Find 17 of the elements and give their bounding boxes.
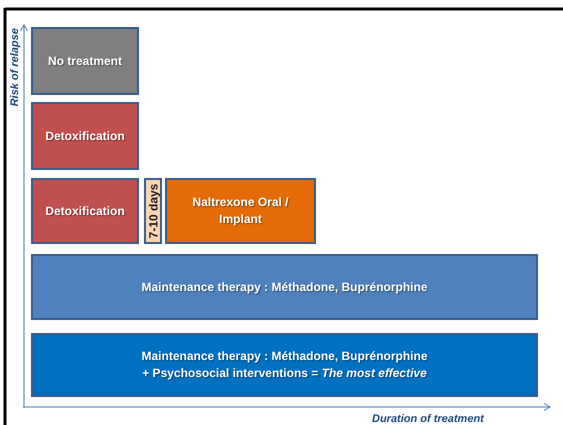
box-text: Maintenance therapy : Méthadone, Buprénorphine: [141, 278, 428, 296]
box-text: Detoxification: [45, 128, 125, 144]
box-text: No treatment: [48, 52, 122, 70]
treatment-box: [31, 27, 139, 95]
box-text: Detoxification: [45, 202, 125, 220]
box-text: Naltrexone Oral / Implant: [191, 194, 290, 228]
box-text: 7-10 days: [145, 184, 161, 238]
box-text: + Psychosocial interventions = The most effective: [142, 365, 427, 382]
axis-label: Risk of relapse: [8, 28, 22, 106]
box-text: Maintenance therapy : Méthadone, Buprénorphine: [141, 348, 428, 365]
duration-box: [144, 178, 162, 244]
axis-label: Duration of treatment: [372, 412, 484, 425]
treatment-box: [31, 102, 139, 170]
treatment-box: [165, 178, 316, 244]
treatment-box: [31, 254, 538, 320]
treatment-box: [31, 333, 538, 397]
treatment-box: [31, 178, 139, 244]
